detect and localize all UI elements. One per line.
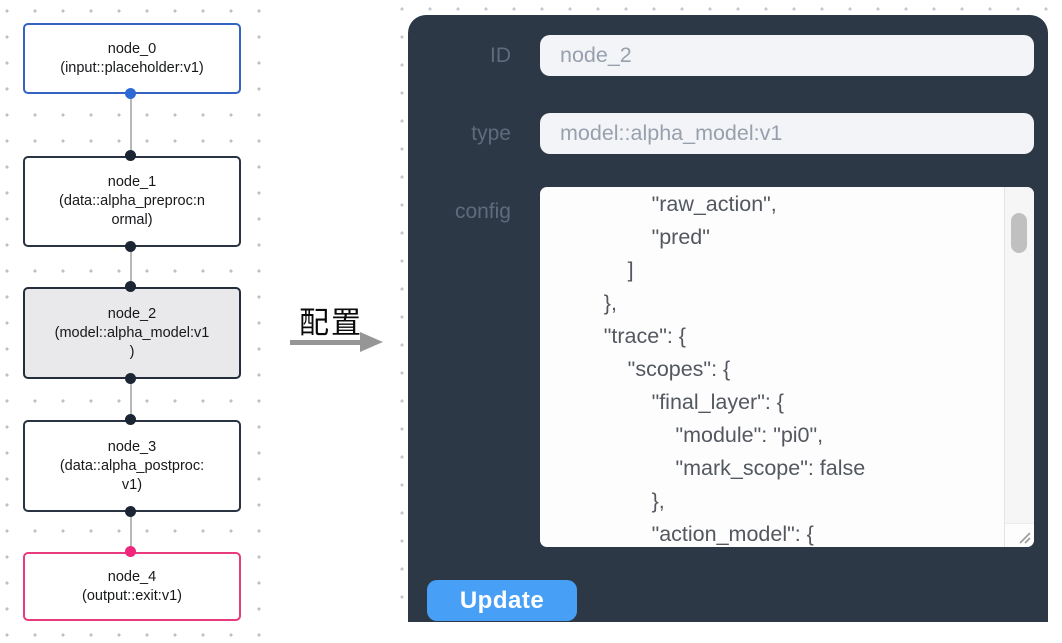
node-name: node_0 bbox=[107, 40, 157, 57]
edge-node3-node4 bbox=[130, 512, 132, 552]
textarea-resize-handle[interactable] bbox=[1004, 523, 1034, 547]
node-type: (output::exit:v1) bbox=[82, 587, 182, 604]
handle-node2-bottom[interactable] bbox=[125, 373, 136, 384]
configure-annotation-label: 配置 bbox=[299, 307, 363, 340]
node-type: ormal) bbox=[111, 212, 153, 228]
flow-node-node_0[interactable]: node_0 (input::placeholder:v1) bbox=[23, 23, 241, 94]
type-field-label: type bbox=[471, 122, 511, 145]
node-type: (data::alpha_postproc: bbox=[59, 457, 205, 474]
flow-node-node_4[interactable]: node_4 (output::exit:v1) bbox=[23, 552, 241, 621]
handle-node1-top[interactable] bbox=[125, 150, 136, 161]
id-input[interactable] bbox=[540, 35, 1034, 76]
handle-node1-bottom[interactable] bbox=[125, 241, 136, 252]
handle-node3-top[interactable] bbox=[125, 414, 136, 425]
config-field-label: config bbox=[454, 200, 511, 223]
handle-node4-top[interactable] bbox=[125, 546, 136, 557]
flow-canvas[interactable]: node_0 (input::placeholder:v1) node_1 (d… bbox=[0, 0, 272, 643]
node-name: node_4 bbox=[107, 568, 157, 585]
flow-node-node_3[interactable]: node_3 (data::alpha_postproc: v1) bbox=[23, 420, 241, 512]
handle-node2-top[interactable] bbox=[125, 281, 136, 292]
config-json-text: "raw_action", "pred" ] }, "trace": { "sc… bbox=[603, 192, 866, 546]
configure-arrow-line bbox=[290, 340, 362, 345]
node-name: node_2 bbox=[107, 305, 157, 322]
edge-node2-node3 bbox=[130, 379, 132, 420]
config-scrollbar-track[interactable] bbox=[1004, 187, 1034, 523]
id-field-label: ID bbox=[490, 44, 511, 67]
node-type: (input::placeholder:v1) bbox=[60, 59, 204, 76]
flow-node-node_1[interactable]: node_1 (data::alpha_preproc:n ormal) bbox=[23, 156, 241, 247]
update-button[interactable]: Update bbox=[427, 580, 577, 621]
edge-node1-node2 bbox=[130, 247, 132, 287]
handle-node0-bottom[interactable] bbox=[125, 88, 136, 99]
edge-node0-node1 bbox=[130, 94, 132, 156]
resize-grip-icon bbox=[1019, 532, 1031, 544]
flow-node-node_2[interactable]: node_2 (model::alpha_model:v1 ) bbox=[23, 287, 241, 379]
node-type: v1) bbox=[121, 476, 143, 493]
configure-arrow-head-icon bbox=[360, 332, 383, 352]
node-type: ) bbox=[129, 343, 135, 360]
config-textarea[interactable]: "raw_action", "pred" ] }, "trace": { "sc… bbox=[540, 187, 1034, 547]
node-name: node_3 bbox=[107, 438, 157, 455]
node-name: node_1 bbox=[107, 174, 157, 190]
config-scrollbar-thumb[interactable] bbox=[1011, 213, 1027, 253]
type-input[interactable] bbox=[540, 113, 1034, 154]
handle-node3-bottom[interactable] bbox=[125, 506, 136, 517]
inspector-panel: ID type config "raw_action", "pred" ] },… bbox=[408, 15, 1048, 622]
node-type: (data::alpha_preproc:n bbox=[59, 193, 205, 209]
node-type: (model::alpha_model:v1 bbox=[54, 324, 210, 341]
